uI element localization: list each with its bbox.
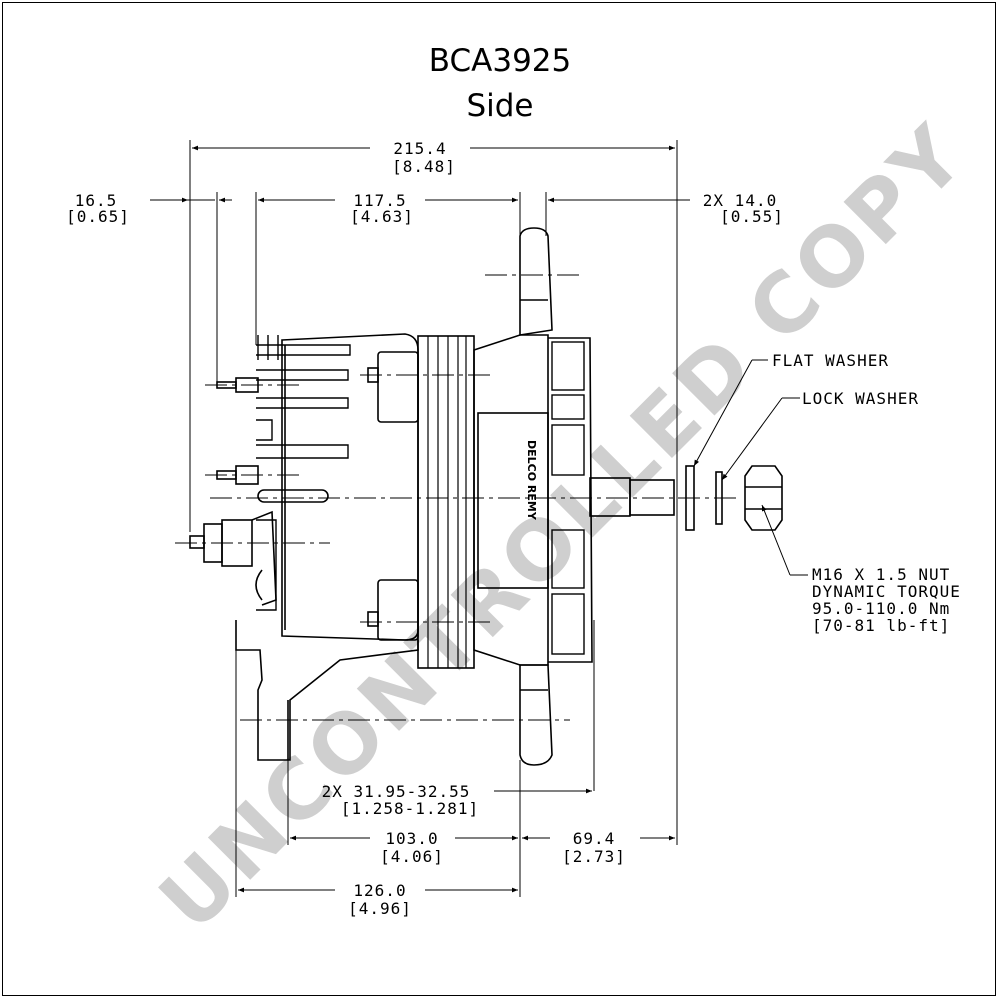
terminals — [189, 377, 329, 606]
watermark-text: UNCONTROLLED COPY — [142, 106, 985, 949]
nameplate-text: DELCO REMY — [525, 440, 538, 521]
dim-ear-mm: 2X 14.0 — [703, 191, 777, 210]
centerlines — [175, 274, 740, 721]
dim-body-in: [4.63] — [350, 207, 414, 226]
torque-lbft-value: [70-81 lb-ft] — [812, 616, 950, 635]
dimension-annotations: 215.4 [8.48] 16.5 [0.65] 117.5 [4.63] 2X… — [66, 139, 784, 918]
nut-spec-label: M16 X 1.5 NUT — [812, 565, 950, 584]
dim-terminal-in: [0.65] — [66, 207, 130, 226]
callout-notes: FLAT WASHER LOCK WASHER M16 X 1.5 NUT DY… — [693, 351, 961, 635]
dim-front-in: [2.73] — [562, 847, 626, 866]
torque-label: DYNAMIC TORQUE — [812, 582, 961, 601]
extension-lines — [189, 140, 678, 897]
fan-blades — [551, 341, 585, 655]
dim-front-mm: 69.4 — [573, 829, 616, 848]
dim-body-mm: 117.5 — [353, 191, 406, 210]
dim-rear-mount-mm: 103.0 — [385, 829, 438, 848]
dim-overall-in: [8.48] — [392, 157, 456, 176]
dim-hole-mm: 2X 31.95-32.55 — [322, 782, 471, 801]
stator-laminations — [427, 336, 467, 668]
rear-housing-fins — [256, 335, 351, 611]
dim-rear-mount-in: [4.06] — [380, 847, 444, 866]
dim-foot-mm: 126.0 — [353, 881, 406, 900]
torque-nm-value: 95.0-110.0 Nm — [812, 599, 950, 618]
dim-terminal-mm: 16.5 — [75, 191, 118, 210]
flat-washer-label: FLAT WASHER — [772, 351, 889, 370]
drawing-title: BCA3925 — [428, 43, 572, 79]
dim-foot-in: [4.96] — [348, 899, 412, 918]
dim-hole-in: [1.258-1.281] — [341, 799, 479, 818]
drawing-subtitle: Side — [466, 88, 534, 124]
dim-ear-in: [0.55] — [720, 207, 784, 226]
lock-washer-label: LOCK WASHER — [802, 389, 919, 408]
dim-overall-mm: 215.4 — [393, 139, 446, 158]
alternator-outline — [189, 140, 783, 897]
